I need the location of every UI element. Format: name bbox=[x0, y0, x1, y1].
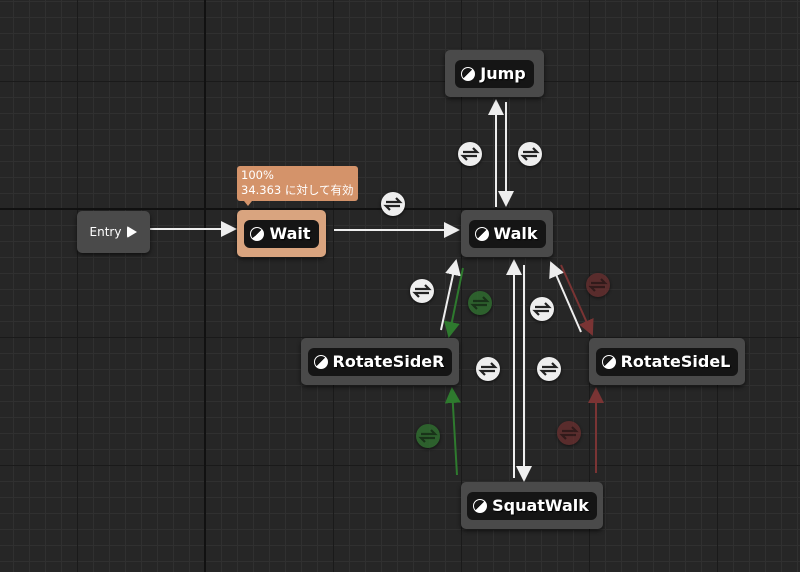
entry-node[interactable]: Entry bbox=[77, 211, 150, 253]
state-walk[interactable]: Walk bbox=[461, 210, 553, 257]
exec-pin-icon[interactable] bbox=[127, 226, 138, 238]
state-jump[interactable]: Jump bbox=[445, 50, 544, 97]
wire-squat-rotr bbox=[444, 387, 461, 476]
transition-rule-icon[interactable] bbox=[416, 424, 440, 448]
transition-rule-icon[interactable] bbox=[468, 291, 492, 315]
wire-walk-rotl bbox=[560, 264, 594, 336]
entry-label: Entry bbox=[89, 225, 122, 239]
transition-rule-icon[interactable] bbox=[458, 142, 482, 166]
state-icon bbox=[461, 66, 476, 81]
wire-rotr-walk bbox=[440, 259, 461, 331]
state-icon bbox=[313, 354, 328, 369]
transition-rule-icon[interactable] bbox=[518, 142, 542, 166]
transition-rule-icon[interactable] bbox=[530, 297, 554, 321]
state-label: RotateSideL bbox=[620, 352, 731, 371]
transition-rule-icon[interactable] bbox=[537, 357, 561, 381]
state-label: Walk bbox=[493, 224, 538, 243]
transition-rule-icon[interactable] bbox=[586, 273, 610, 297]
state-icon bbox=[473, 498, 488, 513]
state-label: RotateSideR bbox=[332, 352, 445, 371]
tooltip-valid-text: 34.363 に対して有効 bbox=[241, 183, 354, 197]
transition-rule-icon[interactable] bbox=[381, 192, 405, 216]
transition-rule-icon[interactable] bbox=[476, 357, 500, 381]
transition-tooltip: 100% 34.363 に対して有効 bbox=[237, 166, 358, 206]
state-label: Jump bbox=[480, 64, 526, 83]
transition-rule-icon[interactable] bbox=[410, 279, 434, 303]
state-icon bbox=[474, 226, 489, 241]
state-label: SquatWalk bbox=[492, 496, 589, 515]
tooltip-weight: 100% bbox=[241, 168, 274, 182]
transition-rule-icon[interactable] bbox=[557, 421, 581, 445]
wire-walk-rotr bbox=[443, 267, 464, 338]
state-wait[interactable]: Wait bbox=[237, 210, 326, 257]
state-rotate-side-r[interactable]: RotateSideR bbox=[301, 338, 459, 385]
state-icon bbox=[250, 226, 265, 241]
state-label: Wait bbox=[269, 224, 311, 243]
state-icon bbox=[601, 354, 616, 369]
state-squat-walk[interactable]: SquatWalk bbox=[461, 482, 603, 529]
wire-rotl-walk bbox=[549, 261, 582, 333]
state-rotate-side-l[interactable]: RotateSideL bbox=[589, 338, 745, 385]
